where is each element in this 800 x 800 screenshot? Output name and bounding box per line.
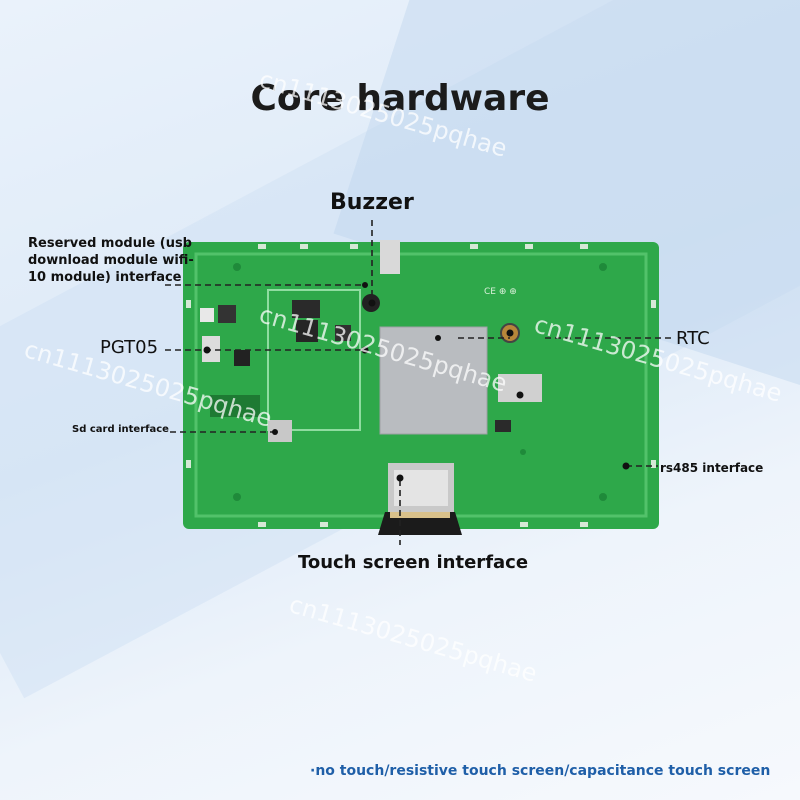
- silkscreen-area: [267, 289, 361, 431]
- ce-mark: CE ⊕ ⊕: [484, 287, 517, 297]
- mounting-holes: [233, 263, 607, 501]
- leader-dots: [203, 282, 630, 482]
- footnote: ·no touch/resistive touch screen/capacit…: [310, 763, 771, 779]
- page-title: Core hardware: [250, 78, 550, 119]
- sd-card-slot: [268, 420, 292, 442]
- edge-pads: [186, 244, 656, 527]
- metal-shield: [379, 326, 488, 435]
- label-sd-card: Sd card interface: [72, 424, 169, 435]
- antenna-pad: [380, 240, 400, 274]
- label-buzzer: Buzzer: [330, 190, 414, 215]
- label-touch-screen: Touch screen interface: [297, 552, 529, 573]
- leader-lines: [165, 220, 672, 545]
- label-rs485: rs485 interface: [660, 461, 764, 475]
- components-left: [200, 300, 351, 442]
- label-reserved-module: Reserved module (usb download module wif…: [28, 236, 194, 285]
- label-rtc: RTC: [676, 328, 710, 349]
- label-pgt05: PGT05: [100, 337, 159, 358]
